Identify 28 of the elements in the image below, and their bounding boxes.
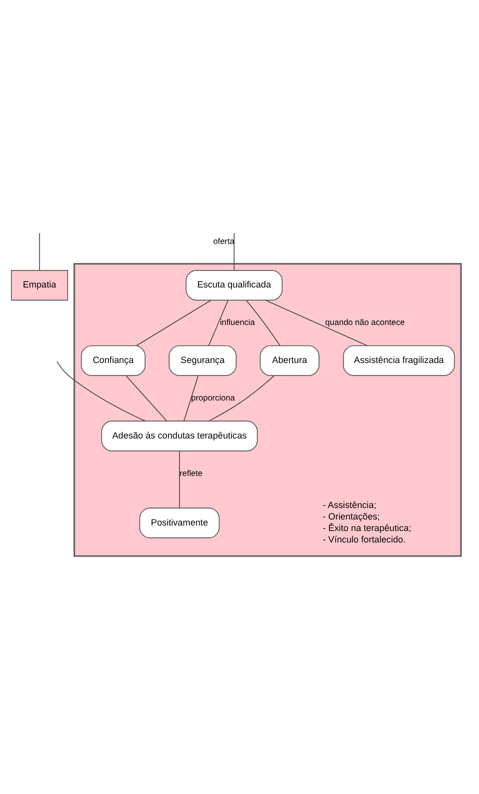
edge-label: proporciona [191,392,235,402]
node-box: Segurança [168,344,237,376]
connector [126,374,168,421]
connector [39,232,40,270]
label: - Assistência; [322,499,376,510]
node-box: Abertura [260,344,320,376]
label: - Vínculo fortalecido. [322,534,406,544]
edge-label: influencia [220,318,255,327]
connector [208,374,275,421]
label: - Orientações; [322,510,380,521]
node-box: Assistência fragilizada [343,344,455,376]
edge-label: reflete [180,468,203,478]
node-box: Empatia [10,269,68,300]
connector [208,299,228,346]
connector [179,450,180,508]
connector [56,360,146,421]
cluster [73,262,462,556]
node-box: Adesão às condutas terapêuticas [101,420,258,451]
node-box: Escuta qualificada [186,269,283,300]
node-box: Confiança [80,344,146,376]
connector [246,300,280,346]
edge-label: quando não acontece [325,318,405,327]
connector [265,299,368,346]
node-box: Positivamente [139,507,220,538]
label: - Êxito na terapêutica; [322,522,412,533]
connector [184,374,199,421]
connector [234,232,235,270]
connector [136,299,212,346]
